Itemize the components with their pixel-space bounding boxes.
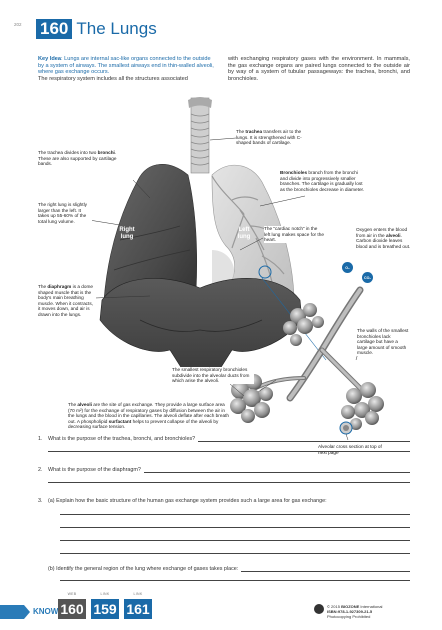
activity-number: 160 xyxy=(36,19,72,39)
question-3-number: 3. xyxy=(38,498,48,504)
trachea xyxy=(188,97,212,173)
key-idea-text: : Lungs are internal sac-like organs con… xyxy=(38,56,214,75)
question-2-number: 2. xyxy=(38,467,48,473)
question-1: 1. What is the purpose of the trachea, b… xyxy=(38,436,410,442)
intro-left-text: The respiratory system includes all the … xyxy=(38,76,188,82)
question-1-text: What is the purpose of the trachea, bron… xyxy=(48,436,195,442)
photocopy-notice: Photocopying Prohibited xyxy=(327,614,370,619)
callout-cardiac-notch: The "cardiac notch" in the left lung mak… xyxy=(264,226,324,243)
callout-trachea: The trachea transfers air to the lungs. … xyxy=(236,129,304,146)
callout-bronchi: The trachea divides into two bronchi. Th… xyxy=(38,150,128,167)
carbon-dioxide-bubble: CO₂ xyxy=(362,272,373,283)
answer-line[interactable] xyxy=(60,514,410,515)
know-label: KNOW xyxy=(33,607,58,616)
answer-line[interactable] xyxy=(144,468,410,473)
question-1-number: 1. xyxy=(38,436,48,442)
answer-line[interactable] xyxy=(60,553,410,554)
question-2: 2. What is the purpose of the diaphragm? xyxy=(38,467,410,473)
left-lung xyxy=(212,165,294,314)
callout-cross-section: Alveolar cross section at top of next pa… xyxy=(318,444,386,455)
nav-link-161[interactable]: 161 xyxy=(124,599,152,619)
oxygen-bubble: O₂ xyxy=(342,262,353,273)
copyright: © 2015 BIOZONE International ISBN:978-1-… xyxy=(327,604,382,619)
answer-line[interactable] xyxy=(48,451,410,452)
title-bar: 160 The Lungs xyxy=(36,19,157,39)
page-title: The Lungs xyxy=(76,20,156,38)
page-number: 202 xyxy=(14,22,22,27)
nav-tag-web: WEB xyxy=(58,592,86,596)
callout-respiratory-bronchioles: The smallest respiratory bronchioles sub… xyxy=(172,367,254,384)
right-lung xyxy=(104,164,197,317)
alveoli-cluster-left xyxy=(230,374,273,423)
intro-right: with exchanging respiratory gases with t… xyxy=(228,56,410,82)
nav-link-159[interactable]: 159 xyxy=(91,599,119,619)
callout-right-lung: The right lung is slightly larger than t… xyxy=(38,202,92,224)
callout-diaphragm: The diaphragm is a dome shaped muscle th… xyxy=(38,284,96,318)
question-3b-text: (b) Identify the general region of the l… xyxy=(48,566,238,572)
question-2-text: What is the purpose of the diaphragm? xyxy=(48,467,141,473)
nav-tag-link: LINK xyxy=(91,592,119,596)
intro-left: Key Idea: Lungs are internal sac-like or… xyxy=(38,56,218,82)
answer-line[interactable] xyxy=(48,482,410,483)
left-lung-label: Left lung xyxy=(233,227,255,241)
alveoli-cluster-top xyxy=(283,303,324,346)
footer: KNOW WEB 160 LINK 159 LINK 161 © 2015 BI… xyxy=(0,588,442,630)
question-3a: 3. (a) Explain how the basic structure o… xyxy=(38,498,410,504)
callout-smallest-bronchioles: The walls of the smallest bronchioles la… xyxy=(357,328,409,356)
answer-line[interactable] xyxy=(241,567,410,572)
answer-line[interactable] xyxy=(60,580,410,581)
diaphragm xyxy=(100,278,302,378)
answer-line[interactable] xyxy=(198,437,410,442)
callout-alveoli: The alveoli are the site of gas exchange… xyxy=(68,402,230,430)
alveoli-cluster-right xyxy=(341,382,384,430)
key-idea: Key Idea: Lungs are internal sac-like or… xyxy=(38,56,214,75)
question-3a-text: (a) Explain how the basic structure of t… xyxy=(48,498,327,504)
know-tab xyxy=(0,605,30,619)
callout-oxygen: Oxygen enters the blood from air in the … xyxy=(356,227,412,249)
answer-line[interactable] xyxy=(60,527,410,528)
answer-line[interactable] xyxy=(60,540,410,541)
nav-link-160[interactable]: 160 xyxy=(58,599,86,619)
bronchiole-magnification xyxy=(256,290,364,398)
nav-tag-link: LINK xyxy=(124,592,152,596)
callout-bronchioles: Bronchioles branch from the bronchi and … xyxy=(280,170,366,192)
key-idea-label: Key Idea xyxy=(38,56,61,62)
question-3b: (b) Identify the general region of the l… xyxy=(48,566,410,572)
right-lung-label: Right lung xyxy=(114,227,140,241)
biozone-logo-icon xyxy=(314,604,324,614)
